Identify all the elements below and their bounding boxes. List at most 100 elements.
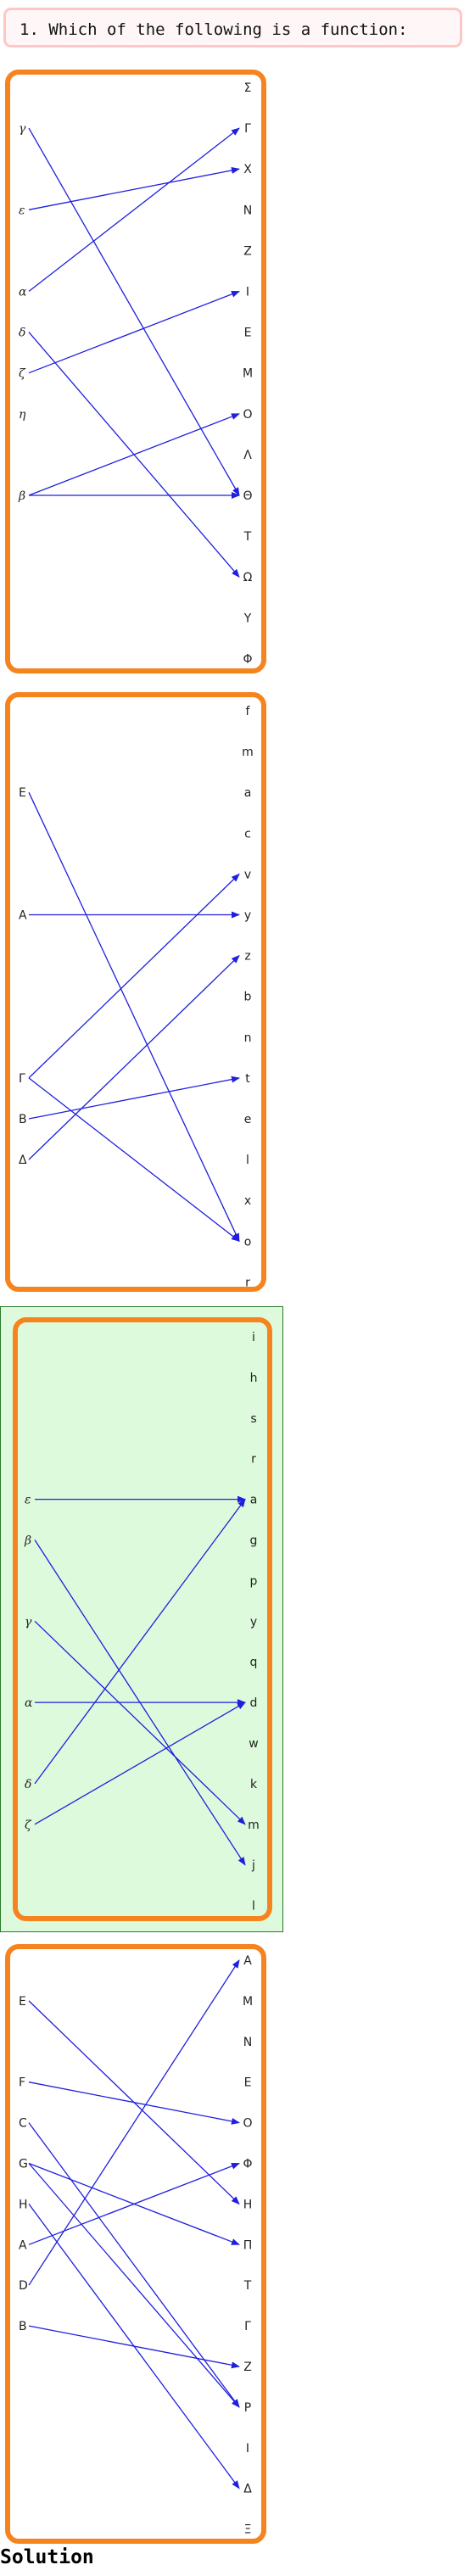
- question-text: 1. Which of the following is a function:: [20, 20, 408, 39]
- option-1-codomain-label: Σ: [244, 81, 252, 95]
- option-1-arrow: [28, 127, 240, 496]
- option-4-codomain-label: H: [243, 2198, 253, 2211]
- option-4-codomain-label: I: [246, 2442, 249, 2456]
- option-3-codomain-label: i: [252, 1331, 255, 1344]
- option-3-codomain-label: l: [252, 1900, 255, 1914]
- option-2-domain-label: A: [19, 909, 27, 923]
- option-3-arrow: [34, 1498, 246, 1785]
- option-2-arrow: [28, 954, 240, 1160]
- option-2-domain-label: Δ: [19, 1154, 27, 1167]
- option-3-codomain-label: h: [250, 1372, 258, 1385]
- option-1-codomain-label: T: [243, 530, 252, 544]
- option-4-codomain-label: T: [243, 2279, 252, 2293]
- option-3-codomain-label: j: [251, 1859, 255, 1873]
- option-1-codomain-label: Z: [243, 244, 252, 258]
- option-3-arrow: [34, 1702, 246, 1825]
- option-1-domain-label: α: [19, 286, 27, 299]
- option-2-arrow: [28, 791, 240, 1243]
- option-1-codomain-label: N: [243, 204, 252, 217]
- option-4-codomain-label: O: [243, 2117, 252, 2131]
- option-3-codomain-label: k: [250, 1778, 258, 1791]
- option-3-arrow: [34, 1620, 246, 1825]
- option-3-panel[interactable]: [13, 1317, 272, 1921]
- option-1-domain-label: η: [19, 408, 26, 422]
- option-3-domain-label: α: [25, 1696, 33, 1710]
- option-2-codomain-label: f: [246, 705, 251, 718]
- option-4-codomain-label: Ξ: [244, 2523, 252, 2537]
- option-3-codomain-label: d: [250, 1696, 258, 1710]
- option-1-domain-label: γ: [19, 122, 26, 136]
- option-1-arrow: [28, 290, 240, 374]
- option-2-codomain-label: v: [244, 868, 251, 881]
- option-2-domain-label: B: [19, 1113, 27, 1126]
- option-4-arrow: [28, 1959, 240, 2286]
- option-2-codomain-label: e: [244, 1113, 252, 1126]
- option-3-codomain-label: m: [248, 1819, 260, 1832]
- option-2-codomain-label: r: [245, 1276, 250, 1289]
- option-2-codomain-label: c: [244, 827, 251, 841]
- option-1-domain-label: β: [18, 489, 25, 503]
- option-4-codomain-label: P: [244, 2401, 251, 2415]
- option-1-arrow: [28, 166, 240, 210]
- option-1-codomain-label: Θ: [243, 489, 252, 503]
- option-1-codomain-label: M: [243, 367, 253, 381]
- option-4-domain-label: H: [19, 2198, 28, 2211]
- option-3-domain-label: ζ: [25, 1819, 32, 1832]
- option-4-panel[interactable]: [5, 1944, 266, 2544]
- option-3-codomain-label: q: [250, 1656, 258, 1669]
- option-4-domain-label: F: [19, 2076, 25, 2090]
- option-1-codomain-label: O: [243, 408, 252, 422]
- option-3-domain-label: γ: [25, 1615, 32, 1629]
- option-2-arrow: [28, 1076, 240, 1120]
- option-2-codomain-label: y: [244, 909, 251, 923]
- option-1-codomain-label: Y: [243, 612, 252, 625]
- option-3-codomain-label: y: [250, 1615, 257, 1629]
- option-2-codomain-label: l: [246, 1154, 249, 1167]
- option-4-codomain-label: Φ: [243, 2158, 252, 2171]
- option-3-codomain-label: w: [249, 1737, 258, 1751]
- option-2-codomain-label: a: [244, 786, 252, 800]
- option-1-codomain-label: E: [244, 327, 252, 340]
- option-1-codomain-label: I: [246, 286, 249, 299]
- option-3-domain-label: β: [24, 1534, 31, 1548]
- option-4-arrow: [28, 2163, 240, 2408]
- option-4-codomain-label: Δ: [243, 2483, 252, 2496]
- option-4-codomain-label: Γ: [244, 2320, 251, 2333]
- option-1-codomain-label: X: [243, 163, 252, 176]
- option-1-panel[interactable]: [5, 70, 266, 673]
- option-2-arrow: [28, 1077, 240, 1242]
- option-3-domain-label: ε: [25, 1494, 31, 1507]
- option-4-codomain-label: E: [244, 2076, 252, 2090]
- option-1-domain-label: δ: [19, 327, 25, 340]
- option-4-arrow: [28, 2122, 240, 2408]
- option-4-domain-label: D: [19, 2279, 28, 2293]
- option-2-arrow: [28, 873, 240, 1079]
- option-2-panel[interactable]: [5, 692, 266, 1292]
- option-1-codomain-label: Φ: [243, 652, 252, 666]
- question-box: 1. Which of the following is a function:: [3, 8, 462, 47]
- option-3-codomain-label: r: [251, 1453, 256, 1467]
- option-2-codomain-label: x: [244, 1194, 251, 1208]
- option-3-codomain-label: g: [250, 1534, 258, 1548]
- option-4-codomain-label: Z: [243, 2361, 252, 2374]
- option-1-codomain-label: Ω: [243, 571, 253, 584]
- option-1-arrow: [28, 127, 240, 293]
- option-4-arrow: [28, 2081, 240, 2125]
- option-4-codomain-label: N: [243, 2036, 252, 2049]
- option-1-codomain-label: Γ: [244, 122, 251, 136]
- option-1-codomain-label: Λ: [243, 449, 252, 462]
- solution-label: Solution: [0, 2546, 94, 2568]
- option-4-codomain-label: A: [243, 1954, 252, 1968]
- option-2-codomain-label: m: [242, 746, 254, 759]
- option-2-codomain-label: t: [245, 1072, 250, 1086]
- option-2-codomain-label: b: [244, 991, 252, 1004]
- option-4-domain-label: B: [19, 2320, 27, 2333]
- option-4-codomain-label: M: [243, 1995, 253, 2009]
- option-3-domain-label: δ: [25, 1778, 31, 1791]
- option-2-codomain-label: z: [244, 950, 250, 964]
- option-2-domain-label: E: [19, 786, 26, 800]
